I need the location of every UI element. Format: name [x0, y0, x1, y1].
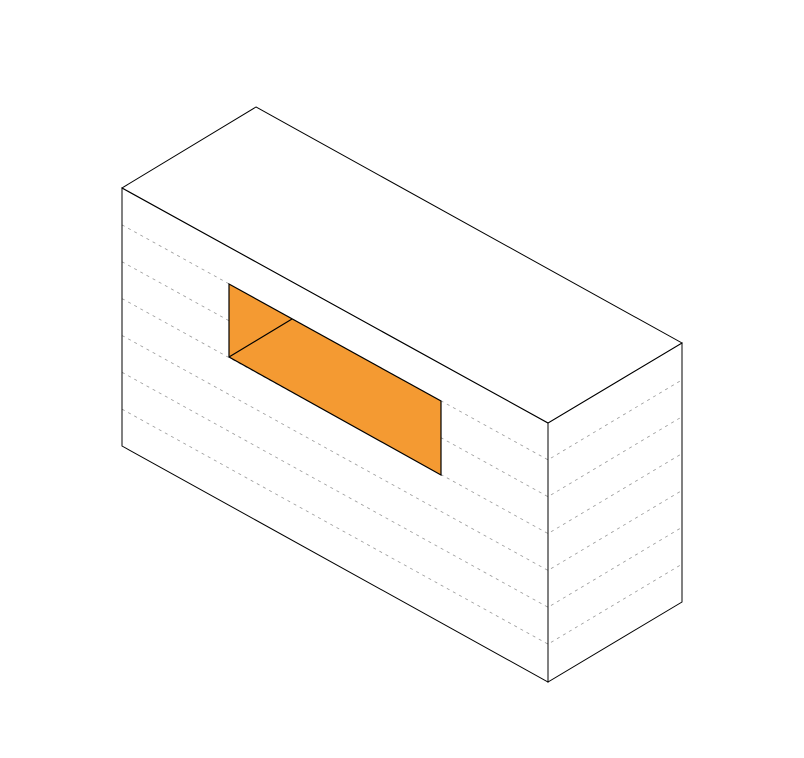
course-line [121, 335, 683, 571]
opening-inner-edge [228, 318, 293, 358]
course-line [121, 408, 683, 645]
opening [228, 282, 442, 477]
course-line [121, 371, 683, 608]
box-side-face [547, 342, 683, 683]
box-top-face [121, 106, 684, 424]
box-front-face [121, 187, 549, 683]
opening-recess [228, 282, 442, 477]
